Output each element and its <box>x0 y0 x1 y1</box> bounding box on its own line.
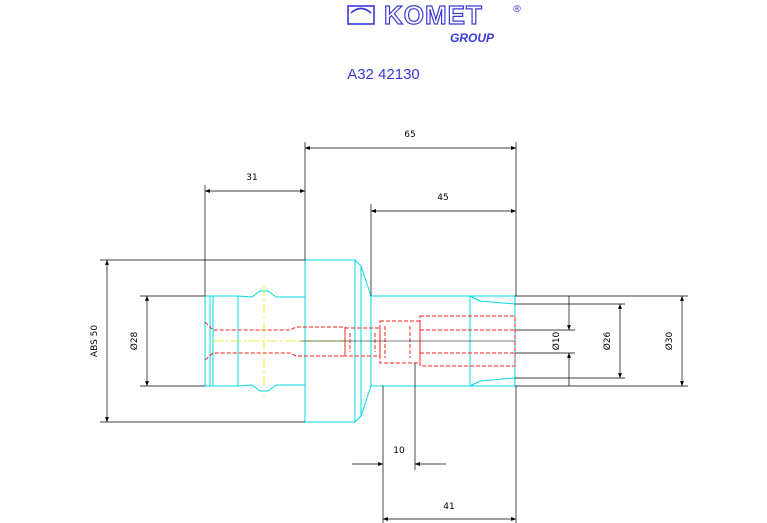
dim-abs50-label: ABS 50 <box>90 325 100 357</box>
logo-registered-mark: ® <box>512 4 522 15</box>
dim-d30-label: Ø30 <box>664 331 675 350</box>
komet-emblem-icon <box>347 5 375 25</box>
komet-logo: KOMET ® GROUP <box>347 0 522 45</box>
dim-31-label: 31 <box>246 173 257 183</box>
logo-group-text: GROUP <box>450 31 495 45</box>
dim-45-label: 45 <box>437 193 448 203</box>
part-number: A32 42130 <box>347 66 420 83</box>
dim-d26-label: Ø26 <box>602 331 613 350</box>
dim-10-label: 10 <box>393 446 405 456</box>
dimensions <box>100 142 688 523</box>
dim-d28-label: Ø28 <box>129 331 140 350</box>
dim-65-label: 65 <box>404 130 415 140</box>
dim-41-label: 41 <box>443 502 454 512</box>
dim-d10-label: Ø10 <box>551 331 562 350</box>
logo-brand-text: KOMET <box>384 0 483 30</box>
